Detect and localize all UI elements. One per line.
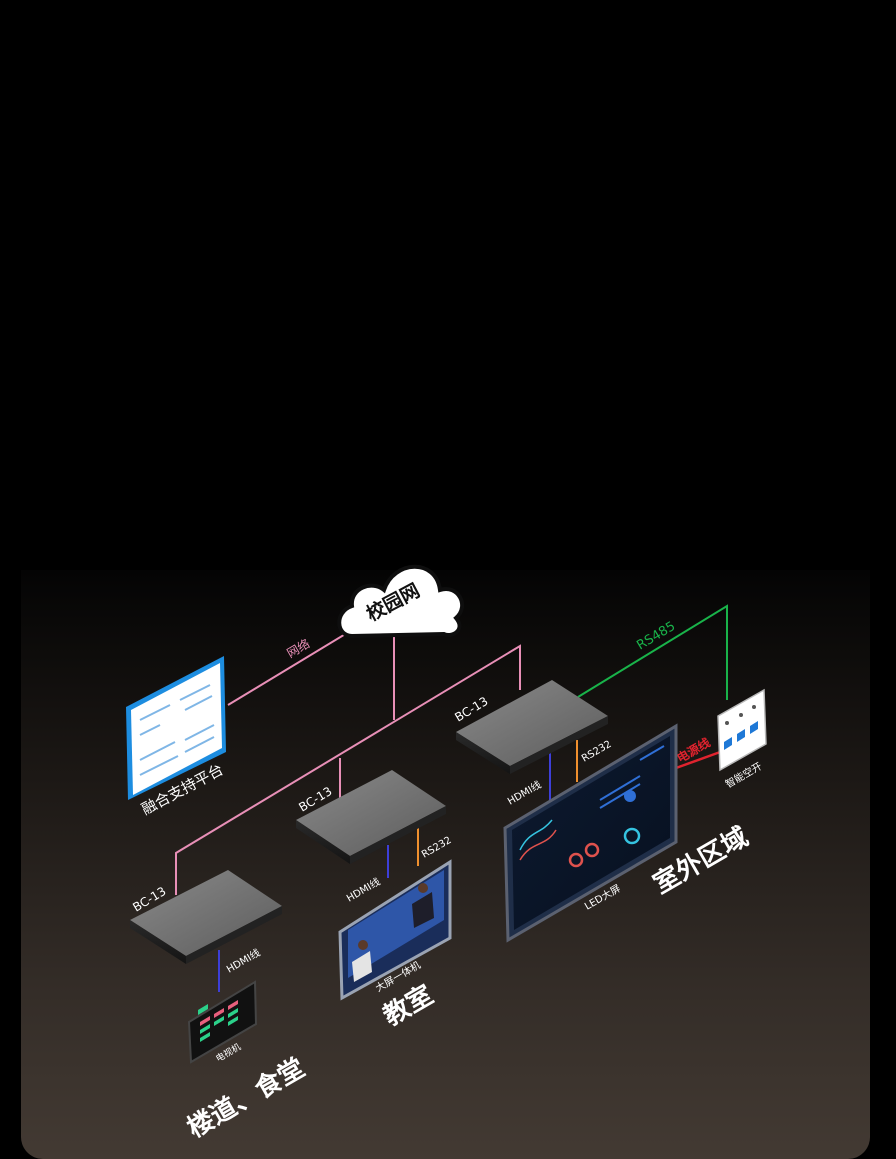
all-in-one-screen: 大屏一体机 <box>338 859 452 1001</box>
breaker-icon: 智能空开 <box>717 688 767 791</box>
hdmi-label-2: HDMI线 <box>344 875 382 905</box>
cloud-icon: 校园网 <box>337 564 464 639</box>
network-line-bus <box>175 644 521 895</box>
network-line-platform <box>227 629 353 706</box>
tv-tiles <box>198 1003 208 1016</box>
rs232-label-1: RS232 <box>420 835 454 861</box>
rs232-label-2: RS232 <box>580 739 614 765</box>
platform-icon: 融合支持平台 <box>126 656 226 819</box>
platform-chart-marks <box>139 684 215 776</box>
hdmi-label-3: HDMI线 <box>505 778 543 808</box>
led-chart-marks <box>519 819 557 861</box>
bc13-device-1: BC-13 <box>130 870 282 964</box>
bc13-device-2: BC-13 <box>296 770 446 864</box>
hdmi-label-1: HDMI线 <box>224 946 262 976</box>
zone-corridor-label: 楼道、食堂 <box>182 1052 310 1144</box>
led-screen: LED大屏 <box>503 723 678 943</box>
power-line <box>675 749 724 770</box>
rs232-lines <box>417 740 578 866</box>
tv-screen: 电视机 <box>187 980 258 1065</box>
rs485-line <box>577 604 728 700</box>
